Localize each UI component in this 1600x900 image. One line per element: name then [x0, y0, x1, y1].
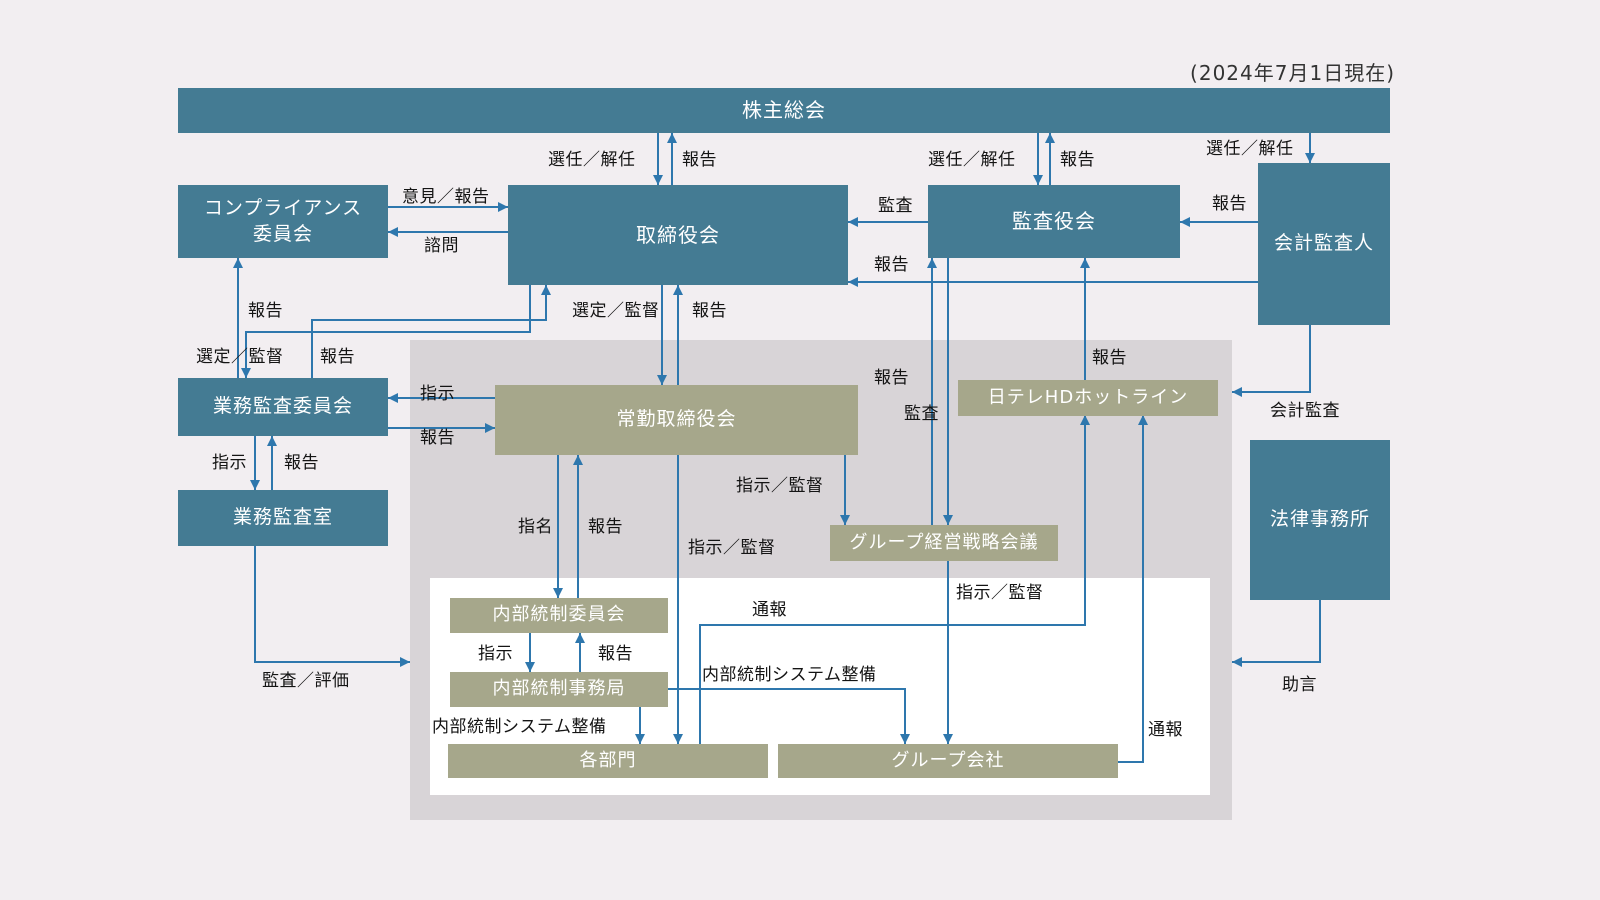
edge-label-report: 報告 — [682, 150, 717, 170]
edge-label-opinion-report: 意見／報告 — [402, 187, 490, 207]
node-group-companies: グループ会社 — [778, 744, 1118, 778]
arrow-auditor-group-accounting-audit — [1232, 325, 1311, 397]
arrow-office-group-audit-evaluate — [254, 546, 410, 667]
edge-label-report: 報告 — [320, 347, 355, 367]
edge-label-select-supervise: 選定／監督 — [196, 347, 284, 367]
node-operations-audit-committee: 業務監査委員会 — [178, 378, 388, 436]
edge-label-instruct-supervise: 指示／監督 — [736, 476, 824, 496]
node-internal-control-office: 内部統制事務局 — [450, 672, 668, 707]
node-law-firm: 法律事務所 — [1250, 440, 1390, 600]
edge-label-report: 報告 — [588, 517, 623, 537]
node-compliance-committee: コンプライアンス 委員会 — [178, 185, 388, 258]
node-operations-audit-office: 業務監査室 — [178, 490, 388, 546]
edge-label-instruct-supervise: 指示／監督 — [688, 538, 776, 558]
edge-label-appoint-dismiss: 選任／解任 — [548, 150, 636, 170]
edge-label-audit: 監査 — [904, 404, 939, 424]
edge-label-whistleblow: 通報 — [1148, 720, 1183, 740]
edge-label-ics-development: 内部統制システム整備 — [432, 717, 607, 737]
edge-label-audit-evaluate: 監査／評価 — [262, 671, 350, 691]
node-shareholders: 株主総会 — [178, 88, 1390, 133]
edge-label-audit: 監査 — [878, 196, 913, 216]
edge-label-report: 報告 — [598, 644, 633, 664]
edge-label-ics-development: 内部統制システム整備 — [702, 665, 877, 685]
edge-label-appoint-dismiss: 選任／解任 — [1206, 139, 1294, 159]
edge-label-report: 報告 — [1092, 348, 1127, 368]
edge-label-advice: 助言 — [1282, 675, 1317, 695]
edge-label-report: 報告 — [874, 255, 909, 275]
edge-label-select-supervise: 選定／監督 — [572, 301, 660, 321]
edge-label-consult: 諮問 — [424, 236, 459, 256]
edge-label-report: 報告 — [1060, 150, 1095, 170]
node-internal-control-committee: 内部統制委員会 — [450, 598, 668, 633]
arrow-lawfirm-group-advice — [1232, 600, 1321, 667]
edge-label-report: 報告 — [692, 301, 727, 321]
edge-label-appoint-dismiss: 選任／解任 — [928, 150, 1016, 170]
node-board-of-directors: 取締役会 — [508, 185, 848, 285]
node-standing-directors-board: 常勤取締役会 — [495, 385, 858, 455]
edge-label-report: 報告 — [248, 301, 283, 321]
edge-label-instruct: 指示 — [420, 384, 455, 404]
node-hotline: 日テレHDホットライン — [958, 380, 1218, 416]
date-note: (2024年7月1日現在) — [1190, 61, 1395, 85]
edge-label-instruct-supervise: 指示／監督 — [956, 583, 1044, 603]
edge-label-accounting-audit: 会計監査 — [1270, 401, 1340, 421]
node-group-strategy-meeting: グループ経営戦略会議 — [830, 525, 1058, 561]
edge-label-nominate: 指名 — [518, 517, 553, 537]
edge-label-instruct: 指示 — [478, 644, 513, 664]
edge-label-report: 報告 — [284, 453, 319, 473]
edge-label-report: 報告 — [1212, 194, 1247, 214]
edge-label-instruct: 指示 — [212, 453, 247, 473]
node-audit-board: 監査役会 — [928, 185, 1180, 258]
node-departments: 各部門 — [448, 744, 768, 778]
edge-label-report: 報告 — [874, 368, 909, 388]
edge-label-whistleblow: 通報 — [752, 600, 787, 620]
node-accounting-auditor: 会計監査人 — [1258, 163, 1390, 325]
edge-label-report: 報告 — [420, 428, 455, 448]
